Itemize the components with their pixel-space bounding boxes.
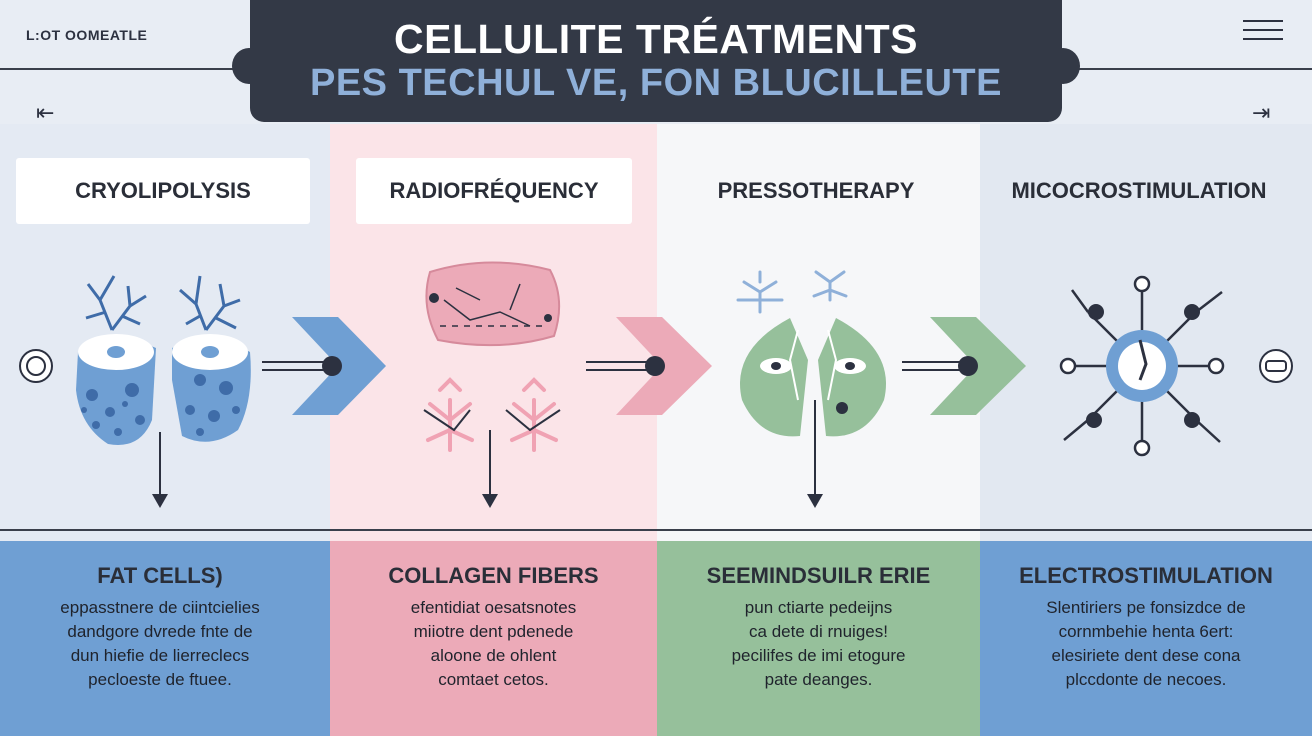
fat-cell-illustration-left [76, 334, 156, 445]
bottom-desc-1: eppasstnere de ciintcielies dandgore dvr… [60, 598, 260, 689]
panel-lymph [657, 541, 980, 736]
blood-vessel-icon [85, 275, 241, 331]
connector-node-icon-3 [958, 356, 978, 376]
lymph-node-icon [740, 318, 886, 437]
skin-tissue-icon [425, 261, 561, 347]
electrode-network-icon [1059, 275, 1225, 457]
next-arrow-icon[interactable]: ⇥ [1252, 100, 1271, 125]
down-arrow-icon-2 [482, 494, 498, 508]
brand-logo-text[interactable]: L:OT OOMEATLE [26, 27, 148, 43]
title-banner [250, 0, 1062, 122]
side-indicator-left-icon[interactable] [19, 349, 53, 383]
bottom-title-3: SEEMINDSUILR ERIE [706, 563, 931, 588]
label-radiofrequency: RADIOFRÉQUENCY [356, 158, 632, 224]
label-cryolipolysis: CRYOLIPOLYSIS [16, 158, 310, 224]
vessel-branch-icon [736, 270, 848, 314]
side-indicator-right-icon[interactable] [1259, 349, 1293, 383]
bottom-desc-2: efentidiat oesatsnotes miiotre dent pden… [410, 598, 577, 689]
connector-node-icon-1 [322, 356, 342, 376]
bottom-desc-4: Slentiriers pe fonsizdce de cornmbehie h… [1046, 598, 1246, 689]
connector-node-icon-2 [645, 356, 665, 376]
prev-arrow-icon[interactable]: ⇤ [36, 100, 55, 125]
page-subtitle: PES TECHUL VE, FON BLUCILLEUTE [309, 62, 1002, 104]
panel-electrostimulation [980, 541, 1312, 736]
panel-fat-cells [0, 541, 330, 736]
menu-icon[interactable] [1243, 20, 1283, 42]
page-title: CELLULITE TRÉATMENTS [394, 16, 918, 62]
panel-collagen-fibers [330, 541, 657, 736]
bottom-title-2: COLLAGEN FIBERS [388, 563, 599, 588]
section-divider [0, 529, 1312, 531]
bottom-desc-3: pun ctiarte pedeijns ca dete di rnuiges!… [731, 598, 906, 689]
bottom-title-1: FAT CELLS) [97, 563, 223, 588]
bottom-title-4: ELECTROSTIMULATION [1019, 563, 1273, 588]
collagen-fiber-icon [426, 377, 558, 452]
label-microstimulation: MICOCROSTIMULATION [1011, 178, 1267, 203]
label-pressotherapy: PRESSOTHERAPY [717, 178, 915, 203]
down-arrow-icon-1 [152, 494, 168, 508]
fat-cell-illustration-right [172, 334, 251, 442]
down-arrow-icon-3 [807, 494, 823, 508]
